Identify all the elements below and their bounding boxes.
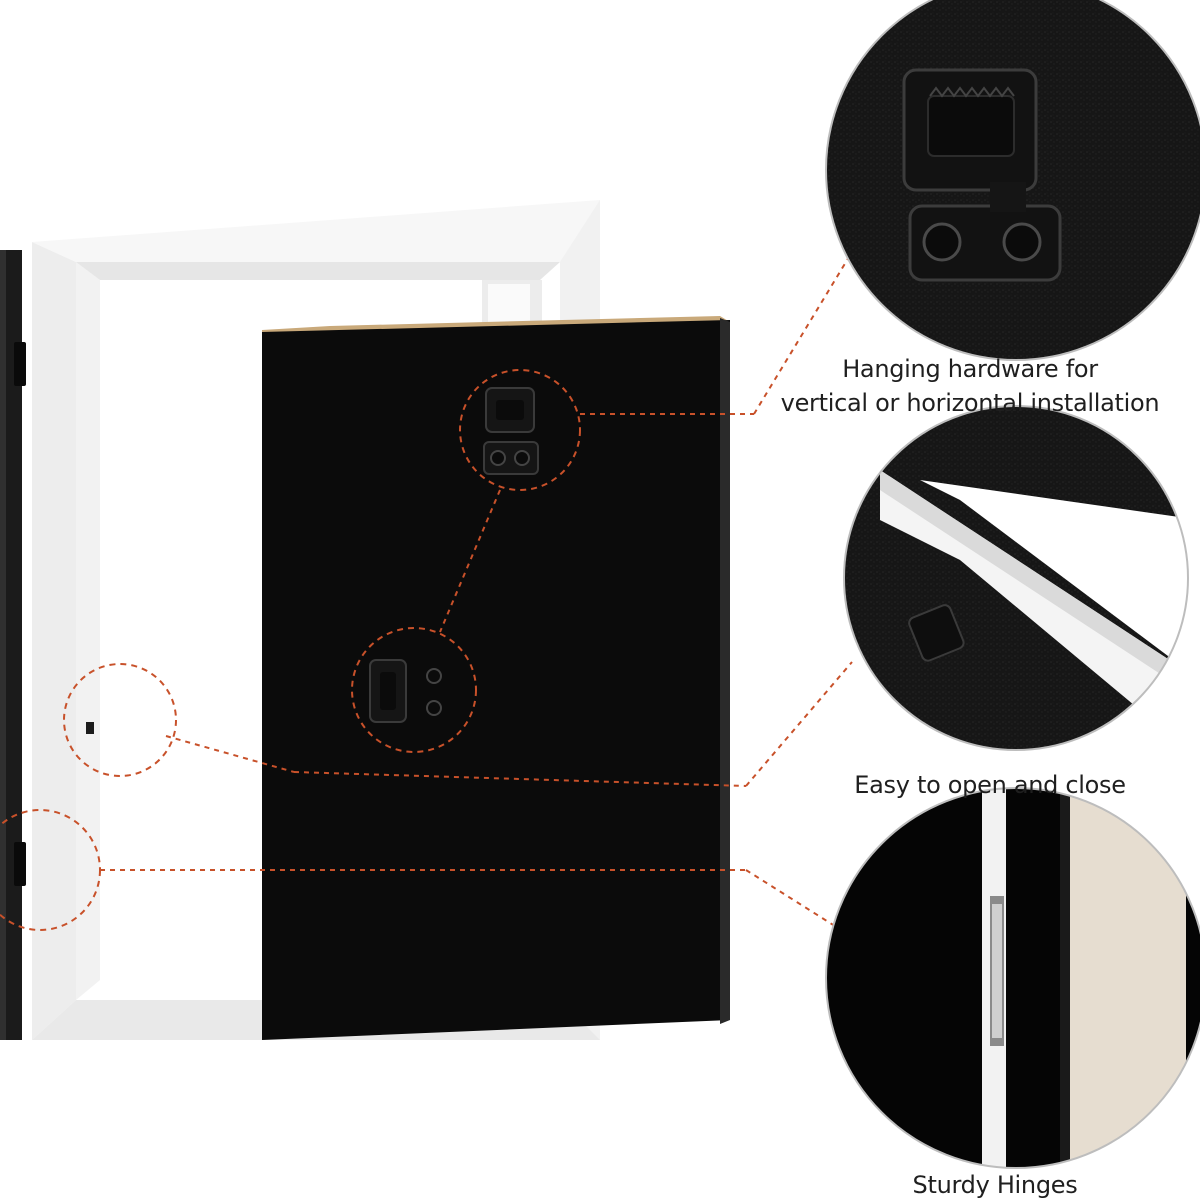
caption-sturdy-hinges-line: Sturdy Hinges xyxy=(912,1171,1078,1199)
door-edge xyxy=(0,250,26,1040)
hinge-upper xyxy=(14,342,26,386)
caption-hanging-hardware-line-2: vertical or horizontal installation xyxy=(780,389,1160,417)
caption-sturdy-hinges: Sturdy Hinges xyxy=(830,1168,1160,1202)
callout-circle-rotated-hanger xyxy=(351,627,477,753)
zoom-hanging-hardware xyxy=(826,0,1200,360)
hanger-bracket-small xyxy=(483,387,539,475)
caption-hanging-hardware: Hanging hardware for vertical or horizon… xyxy=(740,352,1200,420)
caption-easy-open-close: Easy to open and close xyxy=(790,768,1190,802)
hanger-bracket-rotated xyxy=(369,659,442,723)
backing-board xyxy=(262,316,730,1040)
callout-circle-latch xyxy=(63,663,177,777)
callout-connectors xyxy=(100,251,853,929)
zoom-ring-1 xyxy=(825,0,1200,361)
zoom-ring-2 xyxy=(843,405,1189,751)
caption-easy-open-close-line: Easy to open and close xyxy=(854,771,1126,799)
caption-hanging-hardware-line-1: Hanging hardware for xyxy=(842,355,1098,383)
hinge-lower xyxy=(14,842,26,886)
zoom-latch xyxy=(844,406,1188,750)
zoom-ring-3 xyxy=(825,787,1200,1169)
callout-circle-hanger xyxy=(459,369,581,491)
latch-clip xyxy=(86,722,94,734)
